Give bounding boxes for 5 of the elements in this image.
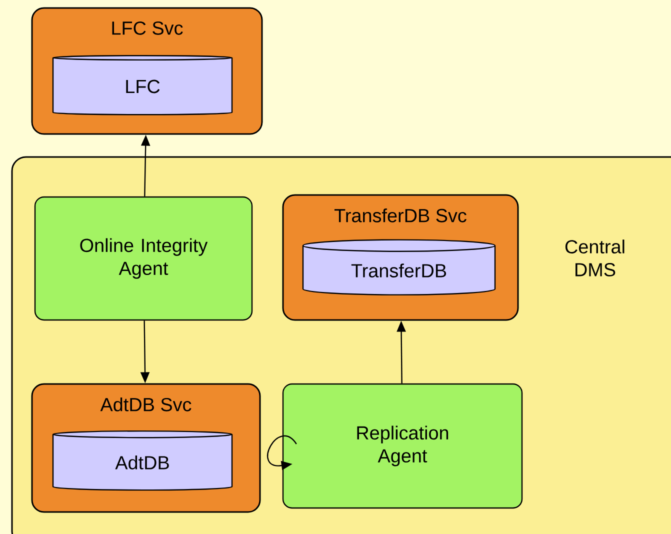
agent-box: Replication Agent	[282, 383, 523, 509]
agent-box: Online Integrity Agent	[34, 196, 253, 321]
database-cylinder: LFC	[52, 55, 233, 116]
database-cylinder: AdtDB	[52, 430, 233, 491]
database-cylinder: TransferDB	[302, 239, 496, 296]
